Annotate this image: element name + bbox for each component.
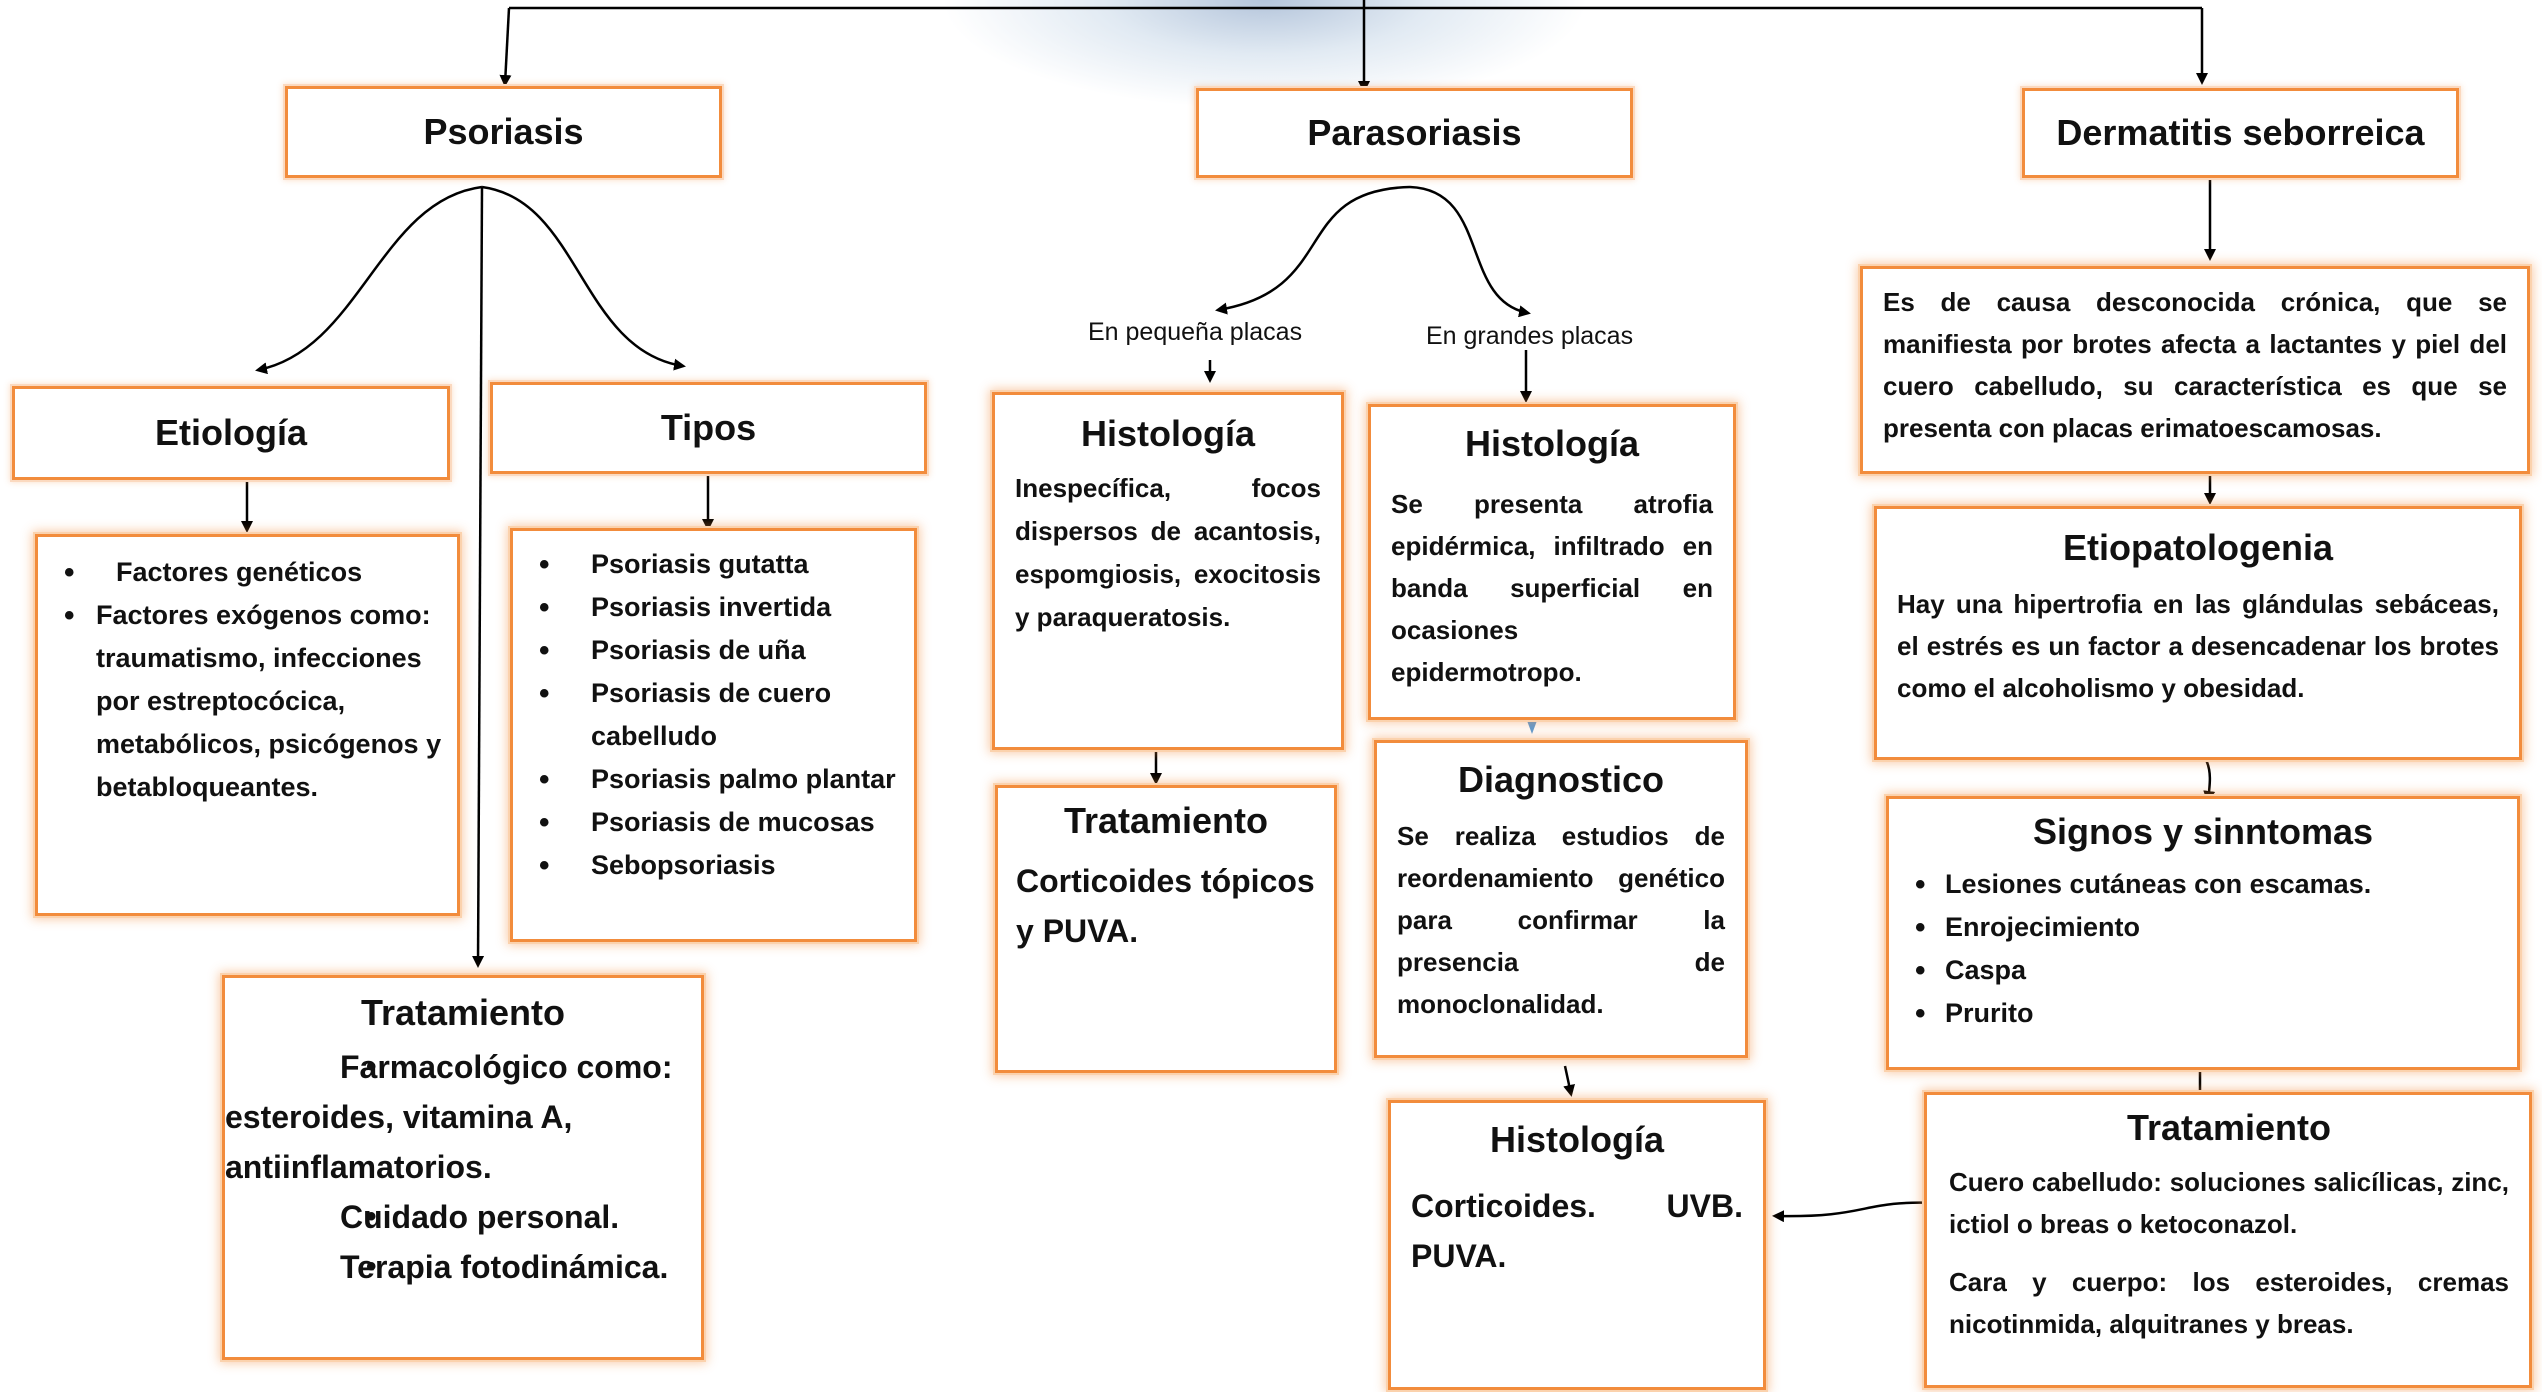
small-tratamiento-title: Tratamiento xyxy=(1063,800,1269,841)
parasoriasis-title-box: Parasoriasis xyxy=(1196,88,1633,178)
list-item: Farmacológico como: esteroides, vitamina… xyxy=(225,1042,701,1192)
tipos-list: Psoriasis gutatta Psoriasis invertida Ps… xyxy=(513,543,914,887)
large-plaques-label: En grandes placas xyxy=(1426,322,1634,350)
etiologia-list-box: Factores genéticos Factores exógenos com… xyxy=(35,534,460,916)
signos-box: Signos y sinntomas Lesiones cutáneas con… xyxy=(1886,796,2520,1070)
etiopatologenia-box: Etiopatologenia Hay una hipertrofia en l… xyxy=(1874,506,2522,760)
tipos-title-box: Tipos xyxy=(490,382,927,474)
large-histologia2-text: Corticoides. UVB. PUVA. xyxy=(1411,1188,1743,1274)
arrow-derm-to-histologia xyxy=(1772,1201,1937,1223)
etiologia-title-box: Etiología xyxy=(12,386,450,480)
small-tratamiento-box: Tratamiento Corticoides tópicos y PUVA. xyxy=(995,785,1337,1073)
list-item: Psoriasis invertida xyxy=(513,586,902,629)
psoriasis-title: Psoriasis xyxy=(423,111,584,152)
list-item: Psoriasis gutatta xyxy=(513,543,902,586)
list-item: Factores exógenos como: traumatismo, inf… xyxy=(38,594,445,809)
psoriasis-tratamiento-title: Tratamiento xyxy=(360,992,566,1033)
small-histologia-box: Histología Inespecífica, focos dispersos… xyxy=(992,392,1344,750)
etiopatologenia-title: Etiopatologenia xyxy=(2063,527,2333,568)
list-item: Caspa xyxy=(1889,949,2517,992)
list-item: Enrojecimiento xyxy=(1889,906,2517,949)
parasoriasis-title: Parasoriasis xyxy=(1307,112,1522,153)
dermatitis-title-box: Dermatitis seborreica xyxy=(2022,88,2459,178)
psoriasis-tratamiento-box: Tratamiento Farmacológico como: esteroid… xyxy=(222,975,704,1360)
list-item: Terapia fotodinámica. xyxy=(225,1242,701,1292)
list-item: Prurito xyxy=(1889,992,2517,1035)
etiologia-title: Etiología xyxy=(155,412,307,453)
arrow-to-signos xyxy=(2203,757,2216,803)
list-item: Psoriasis de uña xyxy=(513,629,902,672)
small-histologia-title: Histología xyxy=(1080,413,1255,454)
large-histologia-box: Histología Se presenta atrofia epidérmic… xyxy=(1368,404,1736,720)
list-item: Psoriasis de cuero cabelludo xyxy=(513,672,902,758)
large-histologia-text: Se presenta atrofia epidérmica, infiltra… xyxy=(1391,489,1713,687)
dermatitis-description-box: Es de causa desconocida crónica, que se … xyxy=(1860,266,2530,474)
arrow-to-psoriasis xyxy=(499,7,512,87)
arrow-to-large xyxy=(1409,185,1531,318)
large-histologia2-box: Histología Corticoides. UVB. PUVA. xyxy=(1388,1100,1766,1390)
signos-list: Lesiones cutáneas con escamas. Enrojecim… xyxy=(1889,863,2517,1035)
diagnostico-text: Se realiza estudios de reordenamiento ge… xyxy=(1397,821,1725,1019)
small-plaques-label: En pequeña placas xyxy=(1088,318,1303,346)
tipos-list-box: Psoriasis gutatta Psoriasis invertida Ps… xyxy=(510,528,917,942)
psoriasis-title-box: Psoriasis xyxy=(285,86,722,178)
large-histologia-title: Histología xyxy=(1464,423,1639,464)
blue-arrow xyxy=(1526,718,1538,734)
psoriasis-tratamiento-list: Farmacológico como: esteroides, vitamina… xyxy=(225,1042,701,1292)
arrow-to-histologia2 xyxy=(1563,1065,1575,1097)
dermatitis-tratamiento-box: Tratamiento Cuero cabelludo: soluciones … xyxy=(1924,1092,2532,1388)
dermatitis-tratamiento-title: Tratamiento xyxy=(2126,1107,2332,1148)
diagnostico-box: Diagnostico Se realiza estudios de reord… xyxy=(1374,740,1748,1058)
dermatitis-tratamiento-text2: Cara y cuerpo: los esteroides, cremas ni… xyxy=(1949,1267,2509,1339)
list-item: Lesiones cutáneas con escamas. xyxy=(1889,863,2517,906)
signos-title: Signos y sinntomas xyxy=(2032,811,2374,852)
arrow-to-etiologia xyxy=(255,185,483,375)
dermatitis-description: Es de causa desconocida crónica, que se … xyxy=(1883,287,2507,443)
diagnostico-title: Diagnostico xyxy=(1457,759,1664,800)
list-item: Psoriasis de mucosas xyxy=(513,801,902,844)
tipos-title: Tipos xyxy=(660,407,757,448)
small-histologia-text: Inespecífica, focos dispersos de acantos… xyxy=(1015,473,1321,632)
arrow-to-tratamiento-psoriasis xyxy=(472,186,485,968)
dermatitis-title: Dermatitis seborreica xyxy=(2056,112,2425,153)
etiologia-list: Factores genéticos Factores exógenos com… xyxy=(38,551,457,809)
arrow-to-tipos xyxy=(481,185,686,371)
list-item: Cuidado personal. xyxy=(225,1192,701,1242)
etiopatologenia-text: Hay una hipertrofia en las glándulas seb… xyxy=(1897,589,2499,703)
arrow-to-small xyxy=(1215,185,1411,315)
small-tratamiento-text: Corticoides tópicos y PUVA. xyxy=(1016,863,1315,949)
dermatitis-tratamiento-text1: Cuero cabelludo: soluciones salicílicas,… xyxy=(1949,1167,2509,1239)
large-histologia2-title: Histología xyxy=(1489,1119,1664,1160)
list-item: Sebopsoriasis xyxy=(513,844,902,887)
list-item: Factores genéticos xyxy=(38,551,445,594)
list-item: Psoriasis palmo plantar xyxy=(513,758,902,801)
